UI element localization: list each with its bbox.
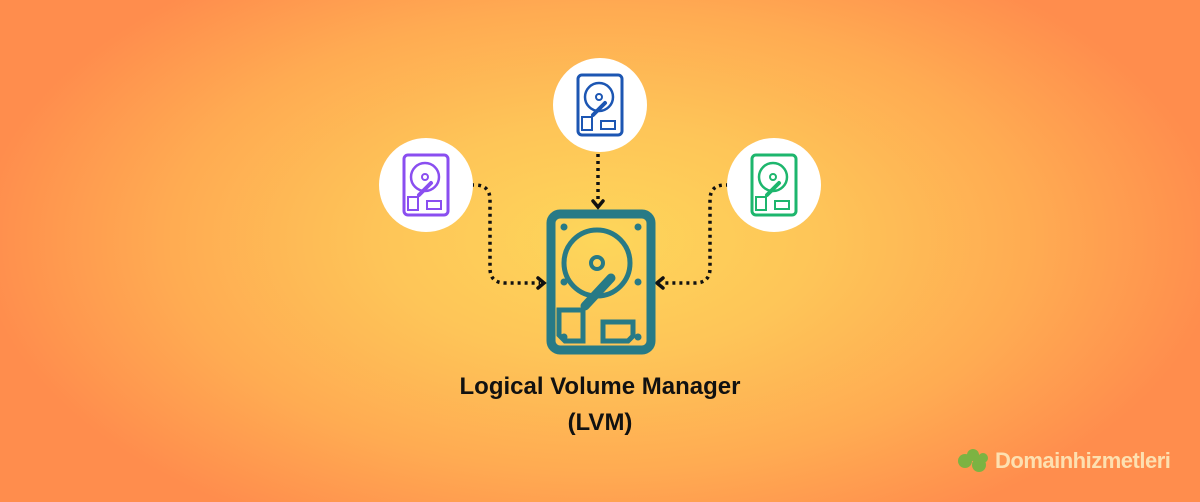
hard-drive-icon xyxy=(402,153,450,217)
hard-drive-icon xyxy=(750,153,798,217)
hard-drive-icon xyxy=(576,73,624,137)
center-hard-drive-icon xyxy=(546,209,656,355)
brand-name: Domainhizmetleri xyxy=(995,448,1171,473)
disk-circle-right xyxy=(727,138,821,232)
brand-logo-icon xyxy=(958,449,988,472)
brand-watermark: Domainhizmetleri xyxy=(957,448,1171,474)
diagram-title: Logical Volume Manager xyxy=(459,373,741,400)
diagram-subtitle: (LVM) xyxy=(567,409,633,436)
disk-circle-top xyxy=(553,58,647,152)
disk-circle-left xyxy=(379,138,473,232)
